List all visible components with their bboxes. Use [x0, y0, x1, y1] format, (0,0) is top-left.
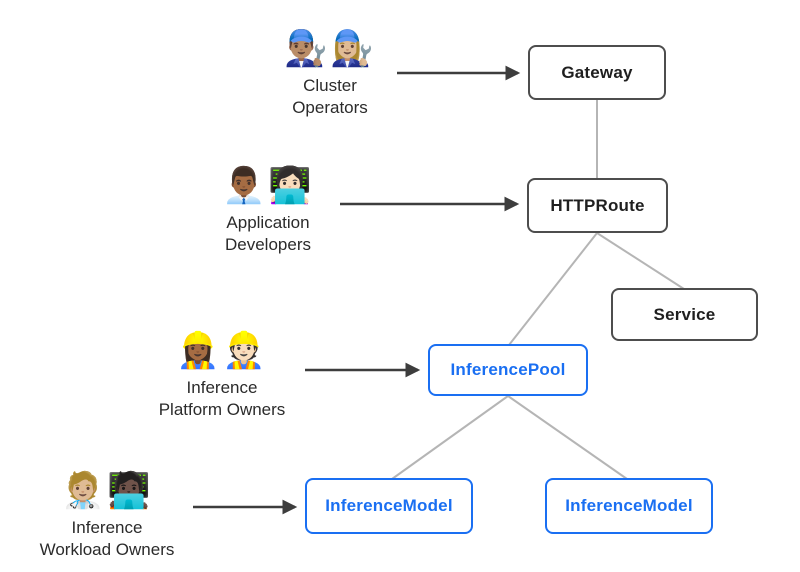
workload-owners-emoji-icon: 🧑🏼‍⚕️🧑🏿‍💻: [61, 471, 153, 510]
actor-application-developers: 👨🏾‍💼👩🏻‍💻 Application Developers: [168, 163, 368, 256]
actor-label-cluster-operators: Cluster Operators: [230, 75, 430, 119]
node-gateway: Gateway: [528, 45, 666, 100]
actor-label-line: Cluster: [303, 76, 357, 95]
actor-label-line: Platform Owners: [158, 400, 286, 419]
actor-label-inference-platform-owners: Inference Platform Owners: [112, 377, 332, 421]
actor-cluster-operators: 👨🏽‍🔧👩🏼‍🔧 Cluster Operators: [230, 26, 430, 119]
node-service: Service: [611, 288, 758, 341]
actor-label-line: Inference: [186, 378, 258, 397]
actor-label-line: Inference: [71, 518, 143, 537]
actor-label-inference-workload-owners: Inference Workload Owners: [2, 517, 212, 561]
actor-label-line: Operators: [292, 98, 368, 117]
developers-emoji-icon: 👨🏾‍💼👩🏻‍💻: [222, 166, 314, 205]
actor-label-line: Application: [226, 213, 310, 232]
connector-inferencepool-inferencemodel-right: [507, 395, 628, 480]
construction-workers-emoji-icon: 👷🏾‍♀️👷🏻: [176, 331, 268, 370]
node-httproute: HTTPRoute: [527, 178, 668, 233]
actor-label-line: Workload Owners: [39, 540, 175, 559]
node-inferencemodel-left: InferenceModel: [305, 478, 473, 534]
actor-label-line: Developers: [225, 235, 311, 254]
connector-httproute-service: [596, 232, 685, 290]
actor-inference-platform-owners: 👷🏾‍♀️👷🏻 Inference Platform Owners: [112, 328, 332, 421]
connector-httproute-inferencepool: [508, 232, 598, 346]
mechanics-emoji-icon: 👨🏽‍🔧👩🏼‍🔧: [284, 29, 376, 68]
connector-inferencepool-inferencemodel-left: [391, 395, 509, 480]
node-inferencepool: InferencePool: [428, 344, 588, 396]
actor-inference-workload-owners: 🧑🏼‍⚕️🧑🏿‍💻 Inference Workload Owners: [2, 468, 212, 561]
node-inferencemodel-right: InferenceModel: [545, 478, 713, 534]
actor-label-application-developers: Application Developers: [168, 212, 368, 256]
